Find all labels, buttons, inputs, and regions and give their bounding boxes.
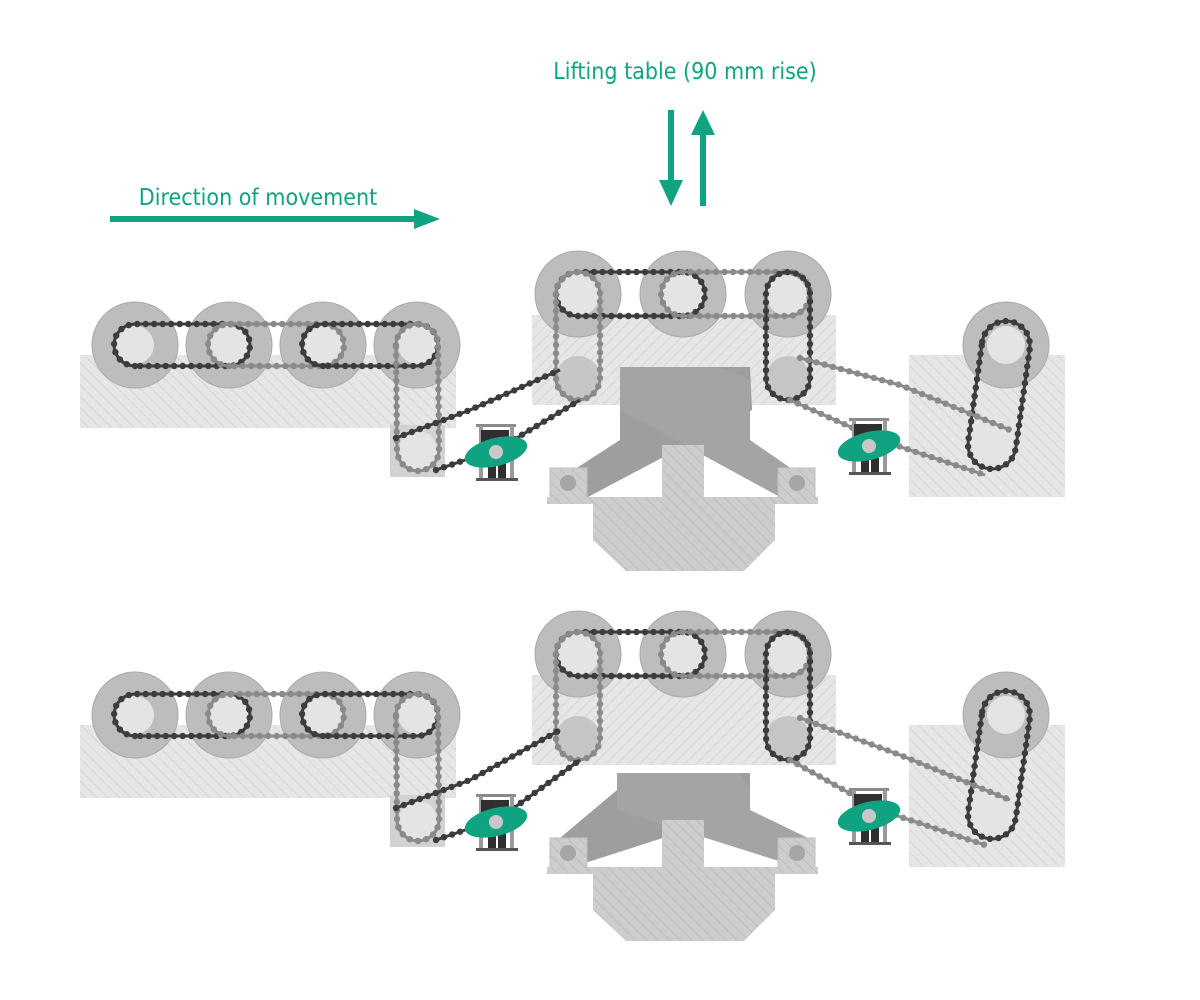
pivot-right: [789, 845, 805, 861]
state-raised: [80, 610, 1065, 941]
pivot-right: [789, 475, 805, 491]
infeed-drive-chain: [392, 690, 443, 845]
lift-drop-chain-left: [552, 268, 604, 404]
direction-label: Direction of movement: [139, 185, 377, 211]
transfer-chain-right-upper: [796, 714, 1011, 802]
lift-table-roller: [744, 610, 832, 698]
lift-idler-right: [766, 356, 810, 400]
infeed-roller: [91, 301, 179, 389]
infeed-roller: [185, 301, 273, 389]
lift-chain-2: [657, 628, 813, 680]
tensioner-left: [464, 794, 528, 851]
lift-table-roller: [744, 250, 832, 338]
tensioner-pivot: [862, 809, 876, 823]
direction-arrow-icon: [110, 209, 440, 229]
infeed-roller: [279, 671, 367, 759]
lift-idler-left: [556, 716, 600, 760]
scissor-arm-right: [617, 773, 808, 862]
infeed-drive-sprocket: [399, 431, 437, 469]
tensioner-right: [837, 788, 901, 845]
outfeed-chain: [964, 687, 1033, 842]
foundation: [593, 874, 775, 941]
tensioner-pivot: [489, 815, 503, 829]
lift-center-post: [662, 445, 704, 500]
transfer-chain-left-upper: [392, 368, 561, 442]
tensioner-right: [837, 418, 901, 475]
infeed-roller: [185, 671, 273, 759]
infeed-roller: [279, 301, 367, 389]
scissor-arm-right: [620, 367, 808, 497]
foundation: [593, 504, 775, 571]
lift-idler-right: [766, 716, 810, 760]
infeed-roller: [373, 671, 461, 759]
base-plate: [547, 497, 818, 504]
lift-drop-chain-right: [762, 268, 814, 404]
infeed-drive-sprocket: [399, 801, 437, 839]
infeed-roller: [91, 671, 179, 759]
lifting-table-label: Lifting table (90 mm rise): [553, 59, 817, 85]
transfer-chain-right-upper: [796, 354, 1012, 433]
lift-drop-chain-right: [762, 628, 814, 764]
state-lowered: [80, 250, 1065, 571]
tensioner-left: [464, 424, 528, 481]
lift-down-arrow-icon: [659, 110, 683, 206]
lift-idler-left: [556, 356, 600, 400]
outfeed-roller: [962, 301, 1050, 389]
tensioner-pivot: [862, 439, 876, 453]
lift-center-post: [662, 820, 704, 868]
tensioner-pivot: [489, 445, 503, 459]
infeed-drive-chain: [392, 320, 443, 475]
lift-table-roller: [639, 610, 727, 698]
infeed-roller: [373, 301, 461, 389]
lift-table-roller: [639, 250, 727, 338]
lift-table-roller: [534, 250, 622, 338]
base-plate: [547, 867, 818, 874]
lift-up-arrow-icon: [691, 110, 715, 206]
lift-table-roller: [534, 610, 622, 698]
pivot-left: [560, 845, 576, 861]
outfeed-roller: [962, 671, 1050, 759]
pivot-left: [560, 475, 576, 491]
transfer-chain-left-upper: [392, 728, 561, 812]
lift-drop-chain-left: [552, 628, 604, 764]
